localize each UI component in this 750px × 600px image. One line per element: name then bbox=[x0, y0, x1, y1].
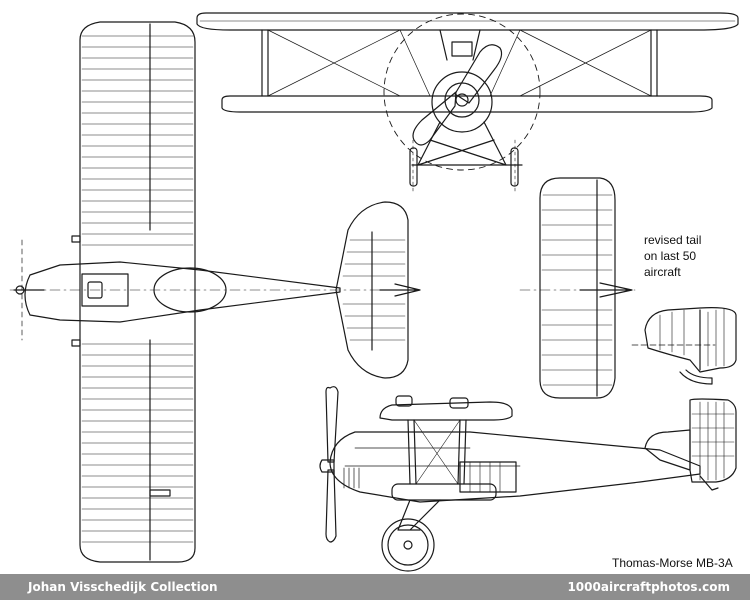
aircraft-caption: Thomas-Morse MB-3A bbox=[612, 556, 733, 570]
revised-tail-line-2: on last 50 bbox=[644, 249, 697, 263]
front-view bbox=[196, 12, 739, 193]
side-view bbox=[319, 386, 737, 572]
revised-tail-note: revised tail on last 50 aircraft bbox=[644, 232, 744, 280]
revised-tail-detail bbox=[631, 307, 737, 385]
tailplane-view bbox=[519, 177, 636, 399]
three-view-drawing bbox=[9, 12, 739, 572]
top-view bbox=[9, 21, 421, 563]
website-credit: 1000aircraftphotos.com bbox=[567, 580, 730, 594]
revised-tail-line-1: revised tail bbox=[644, 233, 702, 247]
revised-tail-line-3: aircraft bbox=[644, 265, 681, 279]
credit-footer: Johan Visschedijk Collection 1000aircraf… bbox=[0, 574, 750, 600]
collection-credit: Johan Visschedijk Collection bbox=[28, 580, 218, 594]
